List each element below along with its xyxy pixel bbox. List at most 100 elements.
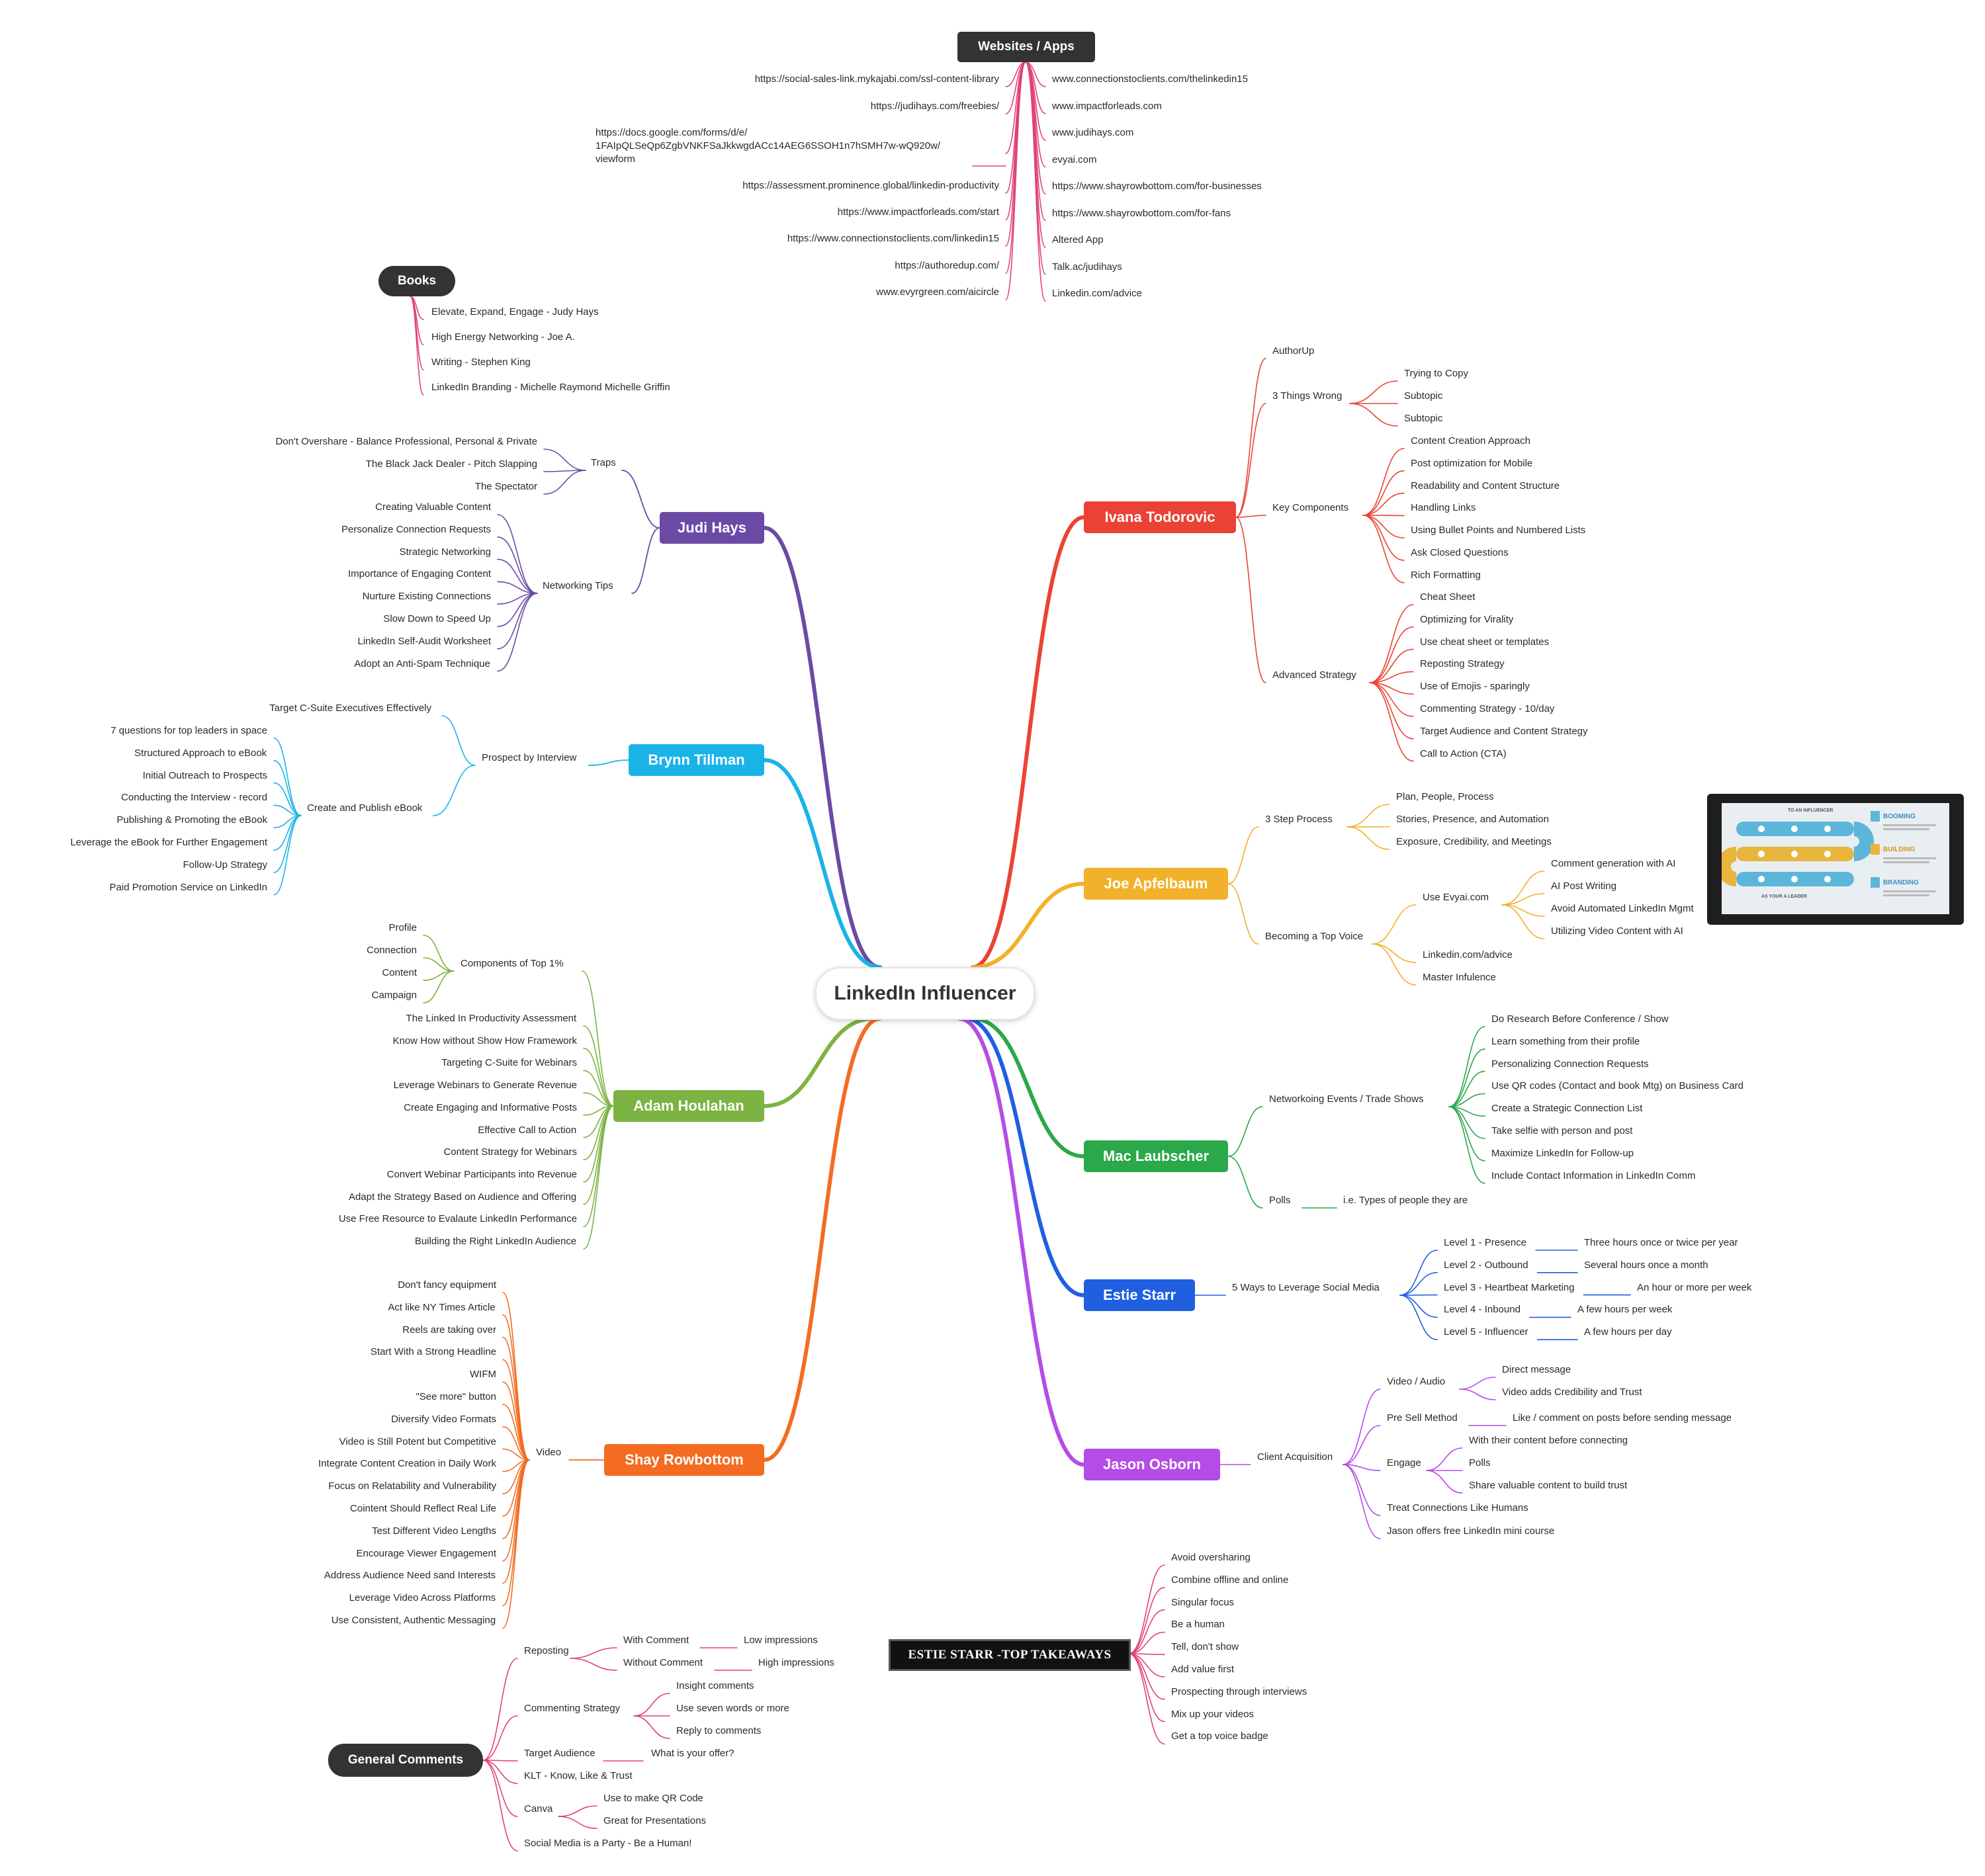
joe-evyai-item[interactable]: Utilizing Video Content with AI [1551,925,1683,937]
shay-item-item[interactable]: Focus on Relatability and Vulnerability [328,1480,496,1492]
website-link-right[interactable]: https://www.shayrowbottom.com/for-busine… [1052,181,1262,192]
ivana-wrong-item[interactable]: Subtopic [1404,390,1443,402]
mac-event-item[interactable]: Personalizing Connection Requests [1491,1058,1649,1070]
shay-item-item[interactable]: Integrate Content Creation in Daily Work [318,1458,496,1470]
ivana-key-item[interactable]: Content Creation Approach [1411,435,1530,447]
book-item[interactable]: Elevate, Expand, Engage - Judy Hays [431,306,599,318]
ivana-key-item[interactable]: Post optimization for Mobile [1411,457,1533,469]
adam-item-item[interactable]: Building the Right LinkedIn Audience [414,1236,577,1247]
general-party[interactable]: Social Media is a Party - Be a Human! [524,1838,692,1849]
mac-event-item[interactable]: Include Contact Information in LinkedIn … [1491,1170,1696,1181]
general-klt[interactable]: KLT - Know, Like & Trust [524,1770,633,1781]
joe-evyai-item[interactable]: Avoid Automated LinkedIn Mgmt [1551,903,1694,914]
adam-item-item[interactable]: Leverage Webinars to Generate Revenue [393,1080,577,1091]
website-link-left[interactable]: https://judihays.com/freebies/ [870,101,999,112]
estie-level-item[interactable]: Level 5 - Influencer [1444,1326,1528,1338]
judi-trap-item[interactable]: Don't Overshare - Balance Professional, … [275,436,537,447]
topic-websites-apps[interactable]: Websites / Apps [957,32,1095,62]
website-link-right[interactable]: evyai.com [1052,153,1097,165]
general-canva[interactable]: Canva [524,1803,553,1814]
brynn-ebook-label[interactable]: Create and Publish eBook [307,802,423,814]
shay-item-item[interactable]: Test Different Video Lengths [372,1525,496,1537]
shay-item-item[interactable]: Encourage Viewer Engagement [356,1547,496,1559]
judi-tip-item[interactable]: Adopt an Anti-Spam Technique [354,658,490,669]
ivana-key-item[interactable]: Ask Closed Questions [1411,547,1509,558]
joe-step-item[interactable]: Stories, Presence, and Automation [1396,814,1549,825]
adam-component-item[interactable]: Connection [367,945,417,956]
website-link-left[interactable]: https://social-sales-link.mykajabi.com/s… [754,73,999,85]
takeaway-item[interactable]: Prospecting through interviews [1171,1685,1307,1697]
jason-video-item[interactable]: Video adds Credibility and Trust [1502,1386,1642,1398]
ivana-adv-item[interactable]: Use of Emojis - sparingly [1420,681,1530,693]
ivana-wrong-item[interactable]: Trying to Copy [1404,368,1468,379]
shay-item-item[interactable]: Diversify Video Formats [391,1413,496,1425]
general-comment-item[interactable]: Insight comments [676,1680,754,1691]
website-link-right[interactable]: www.impactforleads.com [1052,100,1162,112]
estie-level-item[interactable]: Level 3 - Heartbeat Marketing [1444,1281,1575,1293]
brynn-ebook-item[interactable]: Conducting the Interview - record [121,792,267,804]
judi-traps-label[interactable]: Traps [591,457,616,468]
takeaway-item[interactable]: Be a human [1171,1619,1225,1631]
estie-level-item[interactable]: Level 1 - Presence [1444,1237,1527,1248]
topic-shay-rowbottom[interactable]: Shay Rowbottom [604,1444,764,1476]
adam-item-item[interactable]: Know How without Show How Framework [392,1035,577,1046]
topic-jason-osborn[interactable]: Jason Osborn [1084,1449,1220,1480]
adam-item-item[interactable]: Use Free Resource to Evalaute LinkedIn P… [338,1213,577,1225]
judi-tips-label[interactable]: Networking Tips [543,580,613,591]
ivana-advanced-label[interactable]: Advanced Strategy [1272,669,1356,681]
ivana-authorup[interactable]: AuthorUp [1272,345,1315,357]
mac-event-item[interactable]: Create a Strategic Connection List [1491,1103,1643,1115]
general-comment-item[interactable]: Use seven words or more [676,1703,789,1714]
general-reposting[interactable]: Reposting [524,1645,569,1656]
jason-treat[interactable]: Treat Connections Like Humans [1387,1502,1528,1514]
general-low-impressions[interactable]: Low impressions [744,1635,818,1646]
book-item[interactable]: High Energy Networking - Joe A. [431,331,575,343]
general-target-audience[interactable]: Target Audience [524,1748,596,1759]
topic-mac-laubscher[interactable]: Mac Laubscher [1084,1140,1228,1172]
adam-item-item[interactable]: Content Strategy for Webinars [443,1146,578,1158]
website-link-right[interactable]: www.connectionstoclients.com/thelinkedin… [1052,73,1248,85]
shay-item-item[interactable]: "See more" button [416,1391,496,1402]
general-canva-item-item[interactable]: Use to make QR Code [603,1793,703,1804]
infographic-thumbnail[interactable]: TO AN INFLUENCER BOOMING BUILDING BRANDI… [1707,794,1964,925]
website-link-right[interactable]: Linkedin.com/advice [1052,288,1142,299]
topic-judi-hays[interactable]: Judi Hays [660,512,764,544]
brynn-ebook-item[interactable]: Structured Approach to eBook [134,747,267,759]
estie-ways-label[interactable]: 5 Ways to Leverage Social Media [1232,1282,1380,1293]
estie-frequency[interactable]: An hour or more per week [1637,1281,1752,1293]
mac-event-item[interactable]: Use QR codes (Contact and book Mtg) on B… [1491,1080,1744,1092]
website-link-left[interactable]: https://assessment.prominence.global/lin… [742,180,999,191]
adam-item-item[interactable]: Adapt the Strategy Based on Audience and… [349,1191,577,1203]
jason-presell-note[interactable]: Like / comment on posts before sending m… [1513,1412,1732,1424]
topic-estie-starr-takeaways[interactable]: ESTIE STARR -TOP TAKEAWAYS [889,1639,1131,1671]
takeaway-item[interactable]: Tell, don't show [1171,1641,1239,1653]
shay-item-item[interactable]: Act like NY Times Article [388,1301,496,1313]
adam-components-label[interactable]: Components of Top 1% [461,958,564,969]
estie-frequency[interactable]: A few hours per week [1577,1304,1673,1316]
shay-item-item[interactable]: WIFM [470,1369,496,1381]
jason-engage-item[interactable]: With their content before connecting [1469,1435,1628,1446]
topic-joe-apfelbaum[interactable]: Joe Apfelbaum [1084,868,1228,900]
takeaway-item[interactable]: Add value first [1171,1664,1235,1675]
shay-item-item[interactable]: Reels are taking over [402,1324,496,1336]
estie-frequency[interactable]: A few hours per day [1584,1326,1672,1338]
ivana-adv-item[interactable]: Call to Action (CTA) [1420,747,1507,759]
takeaway-item[interactable]: Combine offline and online [1171,1574,1289,1586]
general-canva-item-item[interactable]: Great for Presentations [603,1815,707,1826]
adam-component-item[interactable]: Campaign [371,990,417,1001]
jason-video-item[interactable]: Direct message [1502,1364,1571,1375]
jason-course[interactable]: Jason offers free LinkedIn mini course [1387,1525,1555,1537]
shay-item-item[interactable]: Start With a Strong Headline [370,1346,496,1358]
brynn-prospect-label[interactable]: Prospect by Interview [482,752,577,763]
takeaway-item[interactable]: Mix up your videos [1171,1708,1255,1720]
ivana-key-item[interactable]: Handling Links [1411,502,1476,514]
mac-event-item[interactable]: Do Research Before Conference / Show [1491,1013,1669,1025]
adam-item-item[interactable]: Create Engaging and Informative Posts [404,1101,577,1113]
topic-ivana-todorovic[interactable]: Ivana Todorovic [1084,501,1236,533]
jason-presell[interactable]: Pre Sell Method [1387,1412,1458,1424]
shay-item-item[interactable]: Video is Still Potent but Competitive [339,1435,496,1447]
adam-item-item[interactable]: Targeting C-Suite for Webinars [441,1057,577,1069]
shay-item-item[interactable]: Cointent Should Reflect Real Life [350,1503,496,1514]
joe-evyai-item[interactable]: AI Post Writing [1551,880,1616,892]
ivana-key-label[interactable]: Key Components [1272,502,1349,513]
